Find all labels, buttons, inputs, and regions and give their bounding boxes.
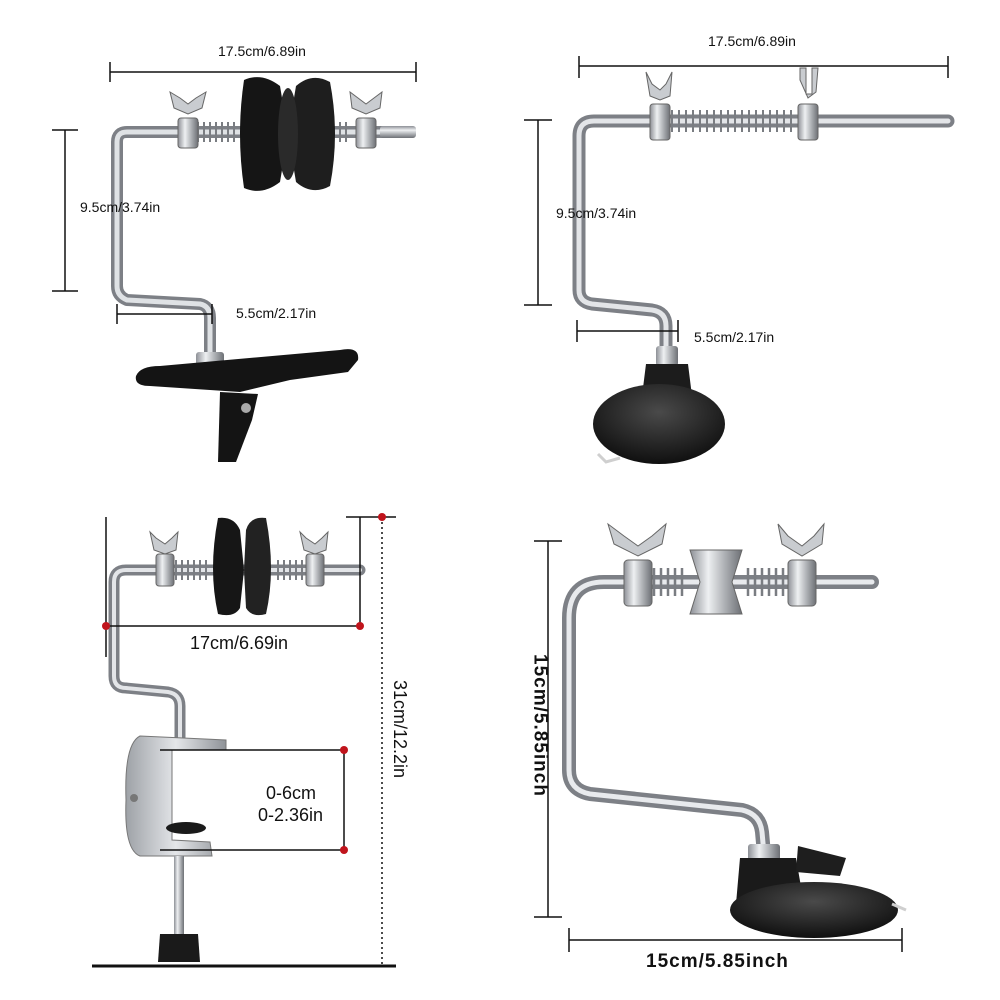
bottom-left-width-label: 17cm/6.69in <box>190 633 289 653</box>
bottom-left-clamp-range-in: 0-2.36in <box>258 805 324 825</box>
bottom-right-dimension-lines <box>534 540 903 952</box>
bottom-right-height-label: 15cm/5.85inch <box>529 654 551 797</box>
bottom-right-suction-holder <box>562 522 907 938</box>
spring-bottom-right <box>652 568 785 596</box>
spring-right <box>671 110 792 132</box>
top-left-width-label: 17.5cm/6.89in <box>218 43 306 59</box>
top-right-height-label: 9.5cm/3.74in <box>556 205 637 221</box>
spring-left <box>197 122 347 142</box>
bottom-left-clamp-range-cm: 0-6cm <box>266 783 317 803</box>
bottom-left-dimension-lines <box>92 513 396 968</box>
bottom-left-table-clamp-holder <box>108 517 366 962</box>
bottom-right-width-label: 15cm/5.85inch <box>646 951 789 972</box>
top-right-suction-holder <box>572 67 955 464</box>
top-right-dimension-lines <box>524 56 949 342</box>
top-right-width-label: 17.5cm/6.89in <box>708 33 796 49</box>
spring-bottom-left <box>175 560 303 580</box>
top-left-height-label: 9.5cm/3.74in <box>80 199 161 215</box>
top-left-clamp-holder <box>111 77 416 462</box>
bottom-left-height-label: 31cm/12.2in <box>390 679 410 779</box>
top-left-offset-label: 5.5cm/2.17in <box>236 305 317 321</box>
top-left-dimension-lines <box>52 62 417 324</box>
top-right-offset-label: 5.5cm/2.17in <box>694 329 775 345</box>
